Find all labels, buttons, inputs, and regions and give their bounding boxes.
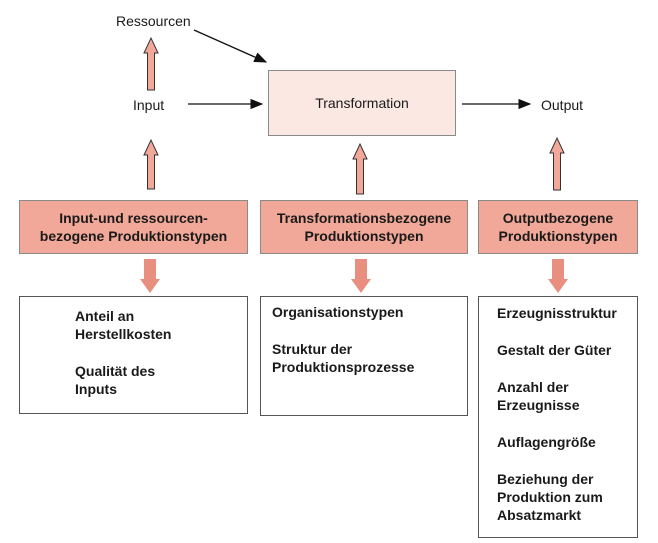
up-arrow-category-to-transformation [352,142,368,195]
resources-to-transformation-arrow [193,29,268,63]
down-arrow-category-to-list-3 [548,259,568,293]
list-item: Anteil an Herstellkosten [75,308,172,342]
resources-label: Ressourcen [116,13,191,29]
output-category-label: Outputbezogene Produktionstypen [498,210,618,244]
up-arrow-category-to-output [549,136,565,191]
list-item: Organisationstypen [272,304,404,320]
down-arrow-category-to-list-1 [140,259,160,293]
output-label: Output [541,97,584,113]
list-item: Auflagengröße [497,434,596,450]
input-factors-list: Anteil an Herstellkosten Qualität des In… [19,296,248,414]
output-category-box: Outputbezogene Produktionstypen [478,200,638,254]
down-arrow-category-to-list-2 [351,259,371,293]
input-label: Input [133,97,165,113]
input-category-box: Input-und ressourcen- bezogene Produktio… [19,200,248,254]
list-item: Qualität des Inputs [75,363,156,397]
list-item: Beziehung der Produktion zum Absatzmarkt [497,471,603,523]
output-factors-list: Erzeugnisstruktur Gestalt der Güter Anza… [478,296,638,538]
transformation-factors-list: Organisationstypen Struktur der Produkti… [260,296,468,416]
up-arrow-category-to-input [143,138,159,190]
transformation-box: Transformation [268,70,456,136]
transformation-category-box: Transformationsbezogene Produktionstypen [260,200,468,254]
list-item: Anzahl der Erzeugnisse [497,379,580,413]
input-category-label: Input-und ressourcen- bezogene Produktio… [39,210,228,244]
transformation-category-label: Transformationsbezogene Produktionstypen [276,210,452,244]
transformation-label: Transformation [315,95,409,111]
list-item: Erzeugnisstruktur [497,305,617,321]
list-item: Struktur der Produktionsprozesse [272,341,415,375]
list-item: Gestalt der Güter [497,342,612,358]
up-arrow-input-to-resources [143,36,159,91]
